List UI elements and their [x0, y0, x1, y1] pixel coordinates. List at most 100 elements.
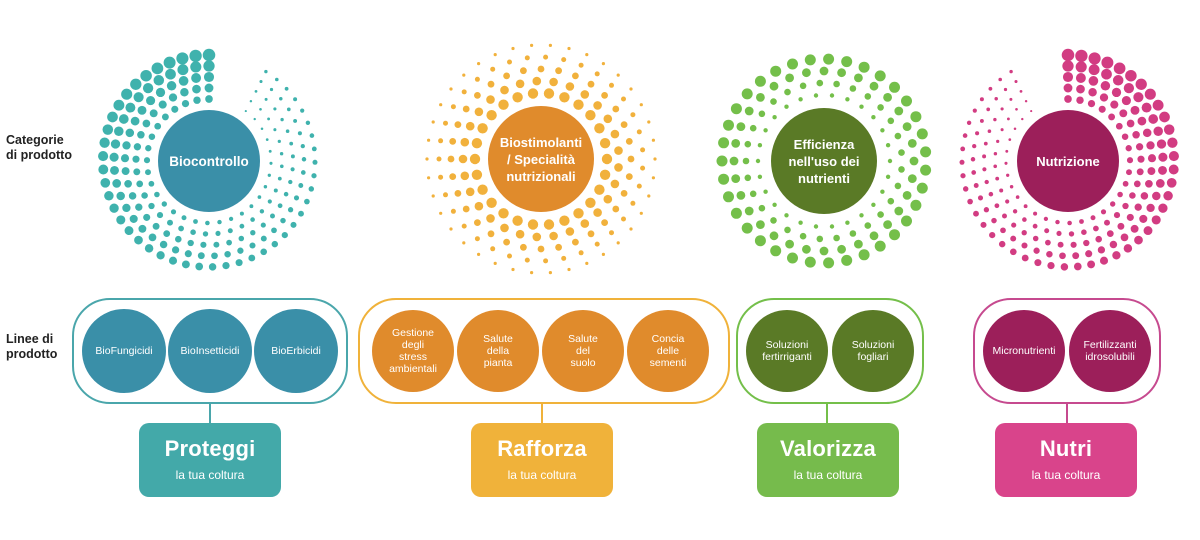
halo-dot	[1013, 127, 1017, 131]
halo-dot	[277, 203, 283, 209]
halo-dot	[871, 202, 876, 207]
category-label: Efficienza nell'uso dei nutrienti	[788, 136, 860, 186]
halo-dot	[543, 258, 549, 264]
halo-dot	[293, 97, 298, 102]
halo-dot	[1022, 217, 1027, 222]
halo-dot	[203, 71, 215, 83]
halo-dot	[1156, 139, 1167, 149]
halo-dot	[984, 179, 989, 185]
halo-dot	[802, 68, 811, 78]
halo-dot	[474, 107, 484, 117]
halo-dot	[639, 103, 643, 107]
halo-dot	[837, 244, 846, 254]
halo-dot	[973, 183, 979, 188]
halo-dot	[474, 219, 481, 227]
halo-dot	[530, 271, 534, 275]
halo-dot	[885, 143, 891, 148]
halo-dot	[594, 71, 600, 77]
halo-dot	[639, 211, 643, 215]
action-tagline: la tua coltura	[1031, 468, 1101, 482]
halo-dot	[973, 210, 979, 217]
halo-dot	[610, 129, 620, 139]
halo-dot	[982, 154, 987, 159]
halo-dot	[744, 174, 752, 182]
connector-line	[209, 404, 211, 424]
halo-dot	[1067, 220, 1072, 226]
halo-dot	[500, 223, 509, 233]
halo-dot	[224, 250, 231, 258]
halo-dot	[784, 88, 791, 96]
halo-dot	[621, 96, 626, 102]
halo-dot	[163, 230, 171, 237]
halo-dot	[244, 110, 247, 113]
halo-dot	[273, 128, 277, 132]
halo-dot	[311, 146, 317, 152]
halo-dot	[754, 235, 766, 247]
action-tagline: la tua coltura	[175, 468, 245, 482]
halo-dot	[151, 62, 164, 75]
halo-dot	[239, 211, 244, 216]
halo-dot	[163, 56, 176, 69]
halo-dot	[298, 183, 304, 188]
halo-dot	[587, 230, 595, 238]
halo-dot	[1109, 240, 1118, 249]
halo-dot	[275, 77, 279, 82]
halo-dot	[154, 191, 160, 198]
halo-dot	[1005, 199, 1010, 204]
halo-dot	[248, 254, 256, 262]
halo-dot	[999, 188, 1004, 193]
halo-dot	[784, 104, 789, 109]
halo-dot	[98, 151, 109, 162]
halo-dot	[983, 141, 988, 146]
halo-dot	[200, 241, 207, 248]
halo-dot	[228, 216, 234, 222]
halo-dot	[1033, 247, 1040, 254]
action-tagline: la tua coltura	[507, 468, 577, 482]
halo-dot	[769, 231, 779, 241]
halo-dot	[128, 192, 137, 200]
halo-dot	[215, 230, 221, 236]
halo-dot	[99, 137, 110, 148]
halo-dot	[804, 54, 816, 66]
halo-dot	[1023, 204, 1028, 209]
halo-dot	[620, 121, 628, 128]
halo-dot	[1123, 82, 1135, 94]
halo-dot	[593, 208, 602, 217]
halo-dot	[585, 53, 589, 57]
halo-dot	[532, 232, 542, 242]
halo-dot	[471, 138, 483, 149]
halo-dot	[293, 195, 300, 201]
halo-dot	[1021, 230, 1027, 236]
halo-dot	[257, 195, 262, 199]
action-verb: Proteggi	[164, 436, 256, 461]
halo-dot	[486, 110, 497, 121]
halo-dot	[259, 209, 265, 214]
action-box-nutri: Nutri la tua coltura	[995, 423, 1137, 497]
halo-dot	[785, 239, 794, 249]
halo-dot	[849, 85, 857, 92]
halo-dot	[823, 257, 835, 269]
halo-dot	[640, 147, 646, 153]
halo-dot	[1141, 102, 1152, 113]
halo-dot	[565, 227, 575, 236]
halo-dot	[280, 217, 286, 224]
halo-dot	[1168, 151, 1179, 162]
halo-dot	[916, 128, 928, 140]
halo-dot	[112, 179, 122, 188]
connector-line	[826, 404, 828, 424]
halo-dot	[998, 77, 1002, 82]
halo-dot	[143, 213, 151, 221]
halo-dot	[962, 133, 968, 138]
category-efficienza: Efficienza nell'uso dei nutrienti	[771, 108, 877, 214]
halo-dot	[630, 112, 636, 118]
halo-dot	[520, 243, 527, 251]
halo-dot	[972, 108, 977, 113]
halo-dot	[1104, 219, 1110, 226]
halo-dot	[885, 174, 891, 179]
halo-dot	[977, 195, 984, 201]
halo-dot	[849, 230, 857, 237]
halo-dot	[114, 126, 124, 136]
halo-dot	[175, 235, 182, 243]
halo-dot	[1000, 227, 1006, 234]
halo-dot	[960, 146, 966, 152]
